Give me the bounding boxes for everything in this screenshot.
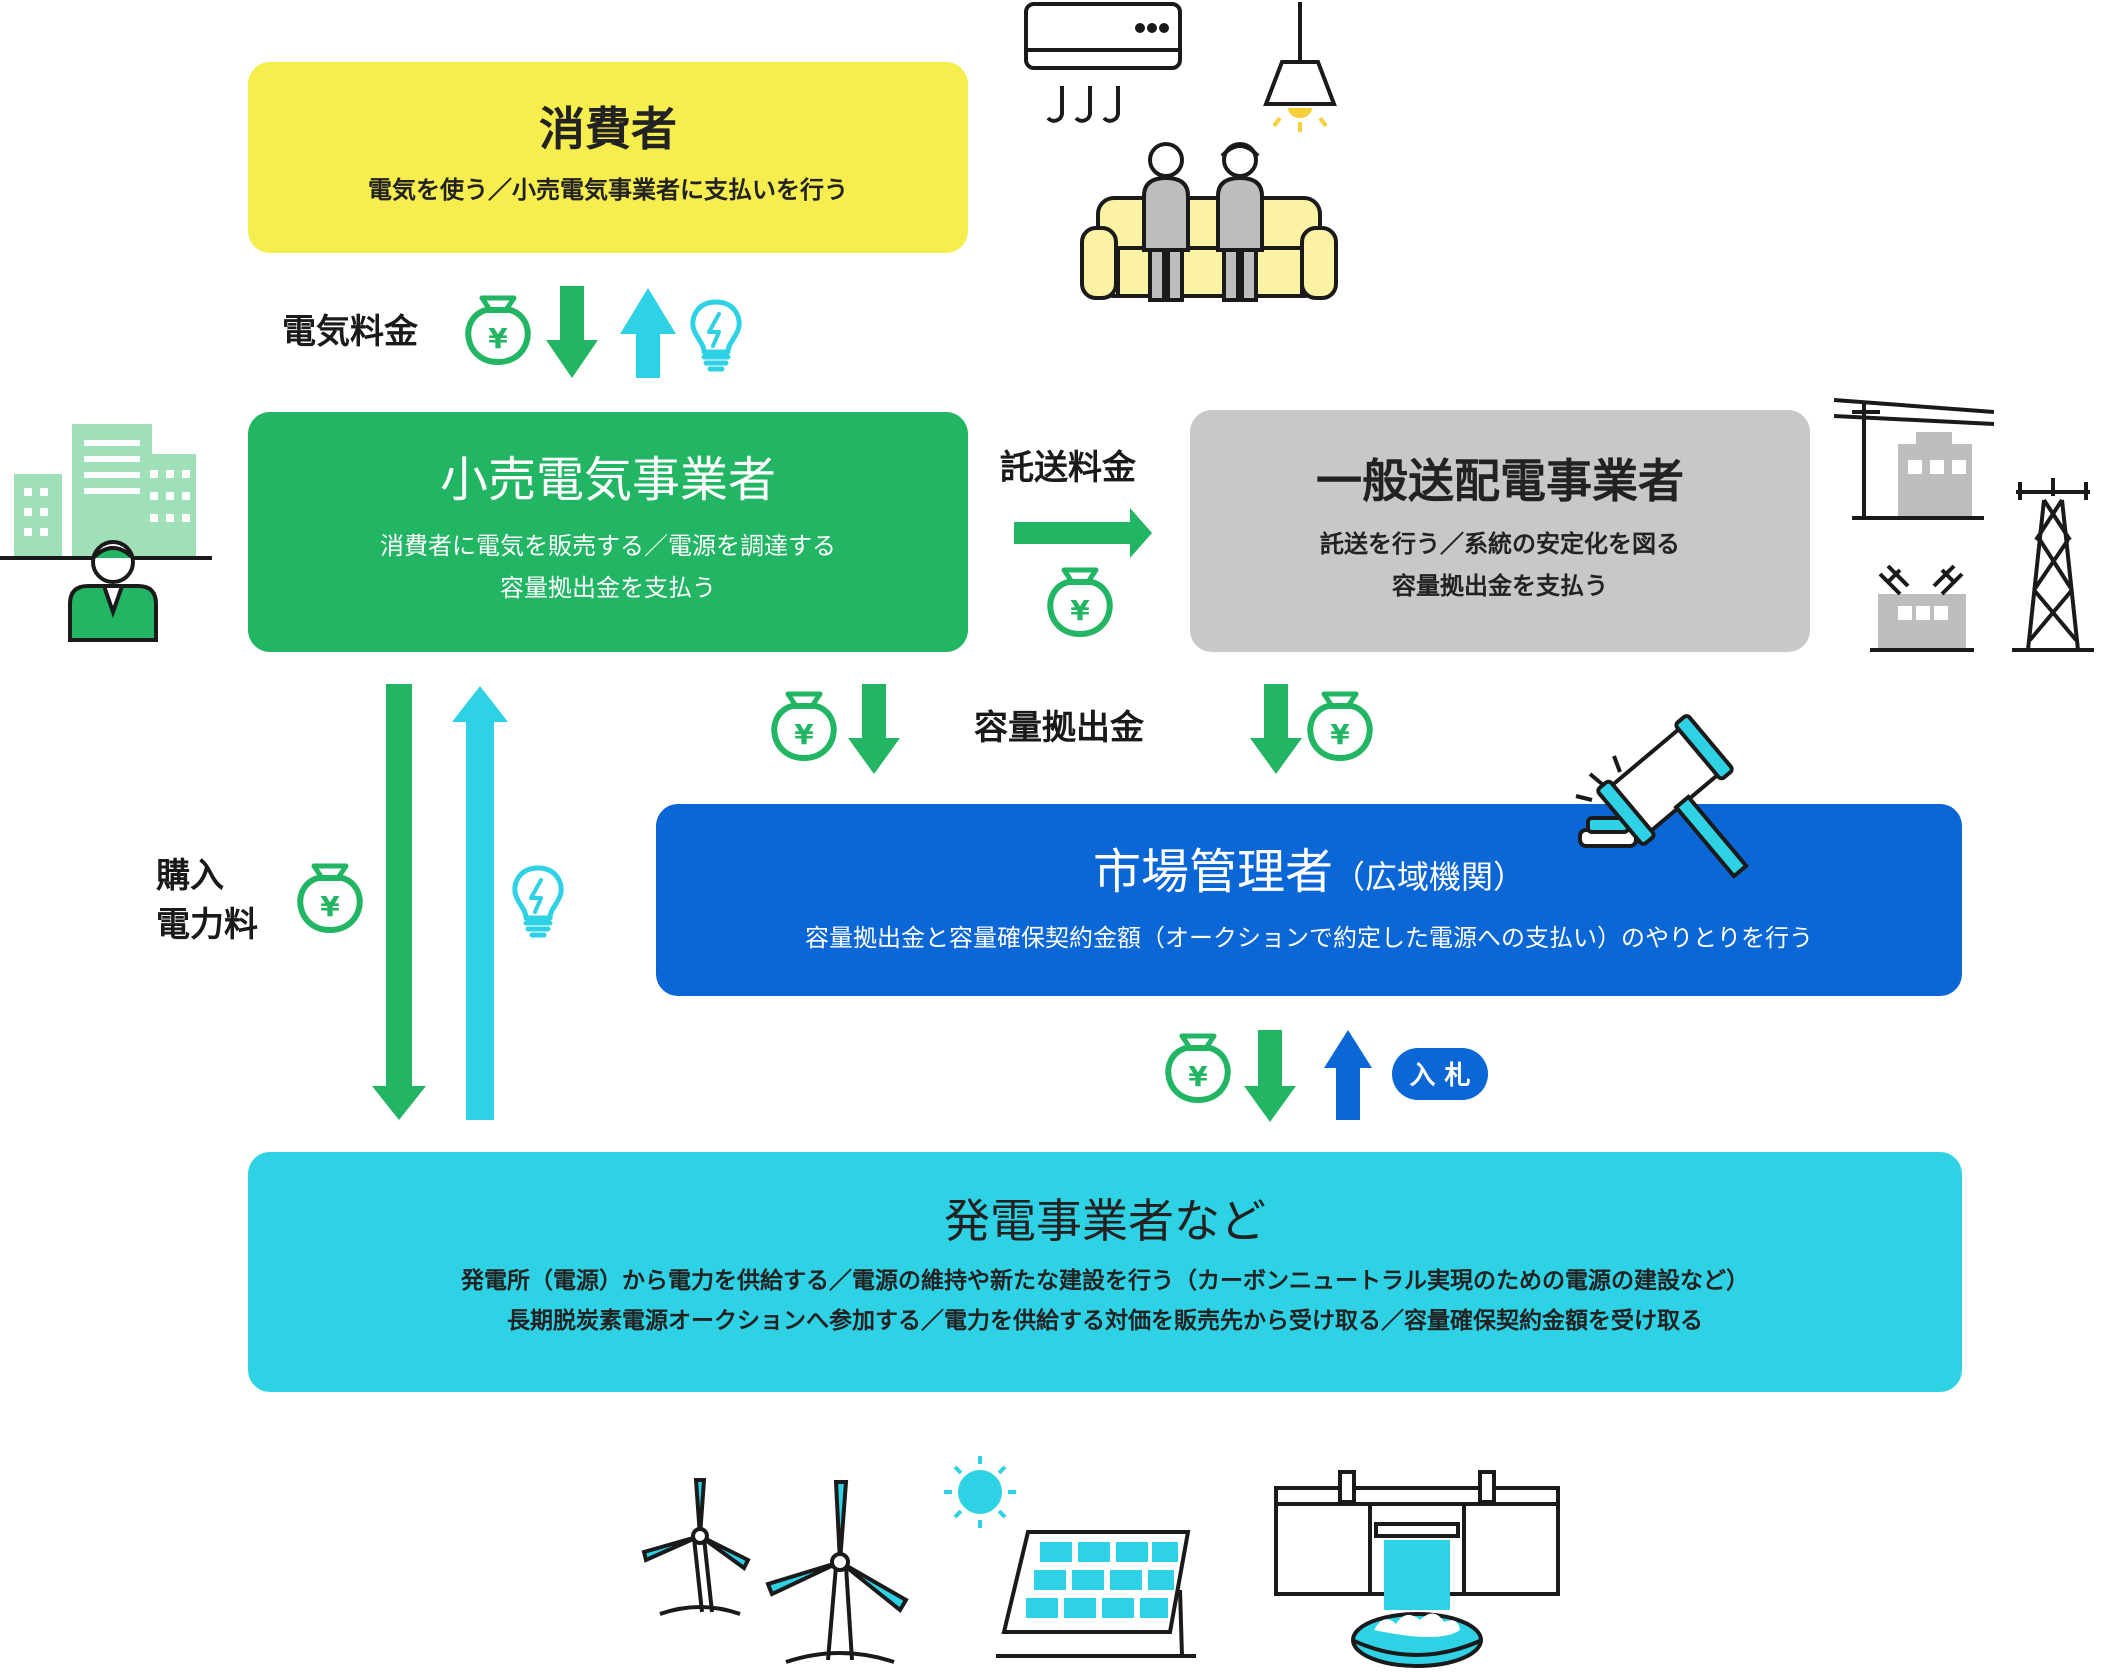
consumer-title: 消費者: [539, 102, 677, 156]
money-bag-yen-icon: [774, 694, 833, 758]
utility-pole-icon: [1833, 398, 1995, 520]
transmission-desc-line2: 容量拠出金を支払う: [1392, 571, 1608, 600]
sun-icon: [944, 1456, 1016, 1528]
transmission-tower-icon: [2012, 478, 2094, 652]
electricity-arrow-retailer-to-consumer: [620, 288, 676, 378]
market-title-suffix: （広域機関）: [1333, 858, 1526, 896]
money-arrow-retailer-to-market: [848, 684, 900, 774]
retailer-box: 小売電気事業者 消費者に電気を販売する／電源を調達する 容量拠出金を支払う: [248, 412, 968, 652]
lightbulb-icon: [693, 302, 739, 369]
generator-desc-line1: 発電所（電源）から電力を供給する／電源の維持や新たな建設を行う（カーボンニュート…: [461, 1267, 1749, 1294]
money-bag-yen-icon: [1050, 570, 1109, 634]
retailer-desc-line2: 容量拠出金を支払う: [500, 573, 716, 602]
generator-desc-line2: 長期脱炭素電源オークションへ参加する／電力を供給する対価を販売先から受け取る／容…: [507, 1307, 1703, 1334]
purchase-power-fee-line2: 電力料: [156, 905, 258, 946]
money-bag-yen-icon: [468, 298, 527, 362]
electricity-arrow-generator-to-retailer: [452, 686, 508, 1120]
bid-badge: 入 札: [1392, 1048, 1488, 1100]
market-title: 市場管理者: [1092, 844, 1333, 900]
money-bag-yen-icon: [1310, 694, 1369, 758]
generator-box: 発電事業者など 発電所（電源）から電力を供給する／電源の維持や新たな建設を行う（…: [248, 1152, 1962, 1392]
staff-person-icon: [68, 540, 158, 642]
money-bag-yen-icon: [300, 866, 359, 930]
lightbulb-icon: [515, 868, 561, 935]
transmission-title: 一般送配電事業者: [1316, 454, 1684, 508]
retailer-title: 小売電気事業者: [439, 452, 776, 508]
bid-arrow-generator-to-market: [1324, 1030, 1372, 1120]
purchase-power-fee-line1: 購入: [156, 856, 224, 896]
money-bag-yen-icon: [1168, 1036, 1227, 1100]
money-arrow-market-to-generator: [1244, 1030, 1296, 1122]
ceiling-lamp-icon: [1263, 2, 1337, 132]
consignment-fee-label: 託送料金: [1000, 448, 1136, 488]
sofa-with-people-icon: [1080, 142, 1338, 302]
electricity-fee-label: 電気料金: [282, 312, 418, 352]
money-arrow-retailer-to-transmission: [1014, 508, 1152, 558]
money-arrow-consumer-to-retailer: [546, 286, 598, 378]
wind-turbine-icon: [641, 1478, 751, 1616]
money-arrow-transmission-to-market: [1250, 684, 1302, 774]
transmission-box: 一般送配電事業者 託送を行う／系統の安定化を図る 容量拠出金を支払う: [1190, 410, 1810, 652]
money-arrow-retailer-to-generator: [372, 684, 426, 1120]
capacity-contribution-label: 容量拠出金: [974, 708, 1144, 748]
bid-label: 入 札: [1409, 1061, 1470, 1091]
hydro-dam-icon: [1274, 1470, 1560, 1668]
air-conditioner-icon: [1024, 2, 1182, 123]
consumer-box: 消費者 電気を使う／小売電気事業者に支払いを行う: [248, 62, 968, 253]
transmission-desc-line1: 託送を行う／系統の安定化を図る: [1320, 529, 1680, 558]
gavel-icon: [1575, 714, 1750, 879]
generator-title: 発電事業者など: [944, 1194, 1266, 1248]
substation-building-icon: [1870, 564, 1974, 652]
consumer-desc: 電気を使う／小売電気事業者に支払いを行う: [368, 175, 848, 204]
solar-panel-icon: [996, 1530, 1196, 1658]
purchase-power-fee-label: 購入 電力料: [156, 852, 258, 951]
wind-turbine-icon: [765, 1480, 909, 1664]
market-desc: 容量拠出金と容量確保契約金額（オークションで約定した電源への支払い）のやりとりを…: [805, 923, 1813, 952]
market-box: 市場管理者（広域機関） 容量拠出金と容量確保契約金額（オークションで約定した電源…: [656, 804, 1962, 996]
retailer-desc-line1: 消費者に電気を販売する／電源を調達する: [380, 531, 836, 560]
office-buildings-icon: [0, 424, 212, 560]
